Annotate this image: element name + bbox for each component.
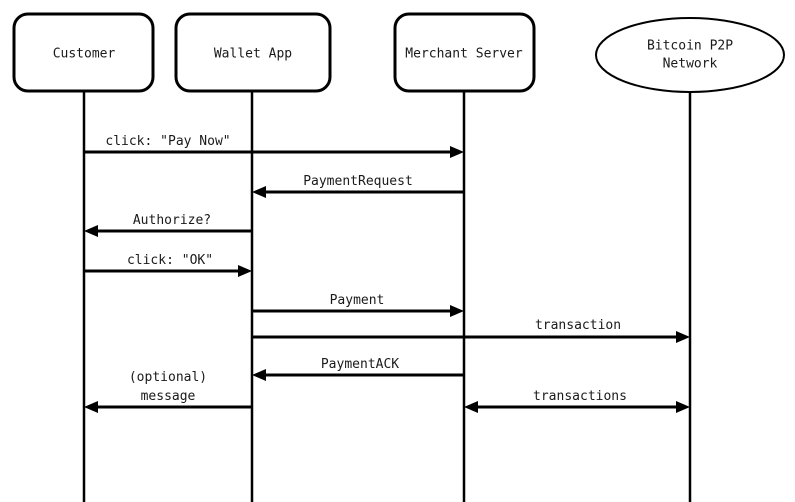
participant-merchant[interactable]: Merchant Server (393, 12, 536, 93)
message-payment-request-label: PaymentRequest (303, 174, 413, 189)
participant-network-label-line1: Bitcoin P2P (647, 39, 733, 54)
message-payment-label: Payment (330, 293, 385, 308)
message-authorize[interactable]: Authorize? (84, 213, 252, 237)
arrowhead-right-icon (450, 146, 464, 158)
arrowhead-right-icon (676, 331, 690, 343)
message-payment[interactable]: Payment (252, 293, 464, 317)
arrowhead-left-icon (84, 225, 98, 237)
message-payment-ack[interactable]: PaymentACK (252, 357, 464, 381)
message-optional-message[interactable]: (optional) message (84, 370, 252, 413)
message-click-ok[interactable]: click: "OK" (84, 253, 252, 277)
arrowhead-right-icon (676, 401, 690, 413)
lifelines-layer (82, 91, 692, 502)
message-transactions[interactable]: transactions (464, 389, 690, 413)
participant-wallet[interactable]: Wallet App (174, 12, 332, 93)
participant-network-label-line2: Network (663, 57, 718, 72)
message-optional-message-label-line2: message (141, 389, 196, 404)
message-payment-request[interactable]: PaymentRequest (252, 174, 464, 198)
arrowhead-left-icon (252, 369, 266, 381)
arrowhead-left-icon (84, 401, 98, 413)
participant-network[interactable]: Bitcoin P2P Network (595, 17, 785, 93)
participant-network-ellipse[interactable] (595, 17, 785, 93)
participant-customer-label: Customer (53, 47, 116, 62)
participant-merchant-box[interactable] (393, 12, 536, 93)
participant-customer[interactable]: Customer (12, 12, 155, 93)
arrowhead-left-icon (464, 401, 478, 413)
arrowhead-right-icon (450, 305, 464, 317)
message-transactions-label: transactions (533, 389, 627, 404)
arrowhead-left-icon (252, 186, 266, 198)
participant-wallet-label: Wallet App (214, 47, 292, 62)
message-click-pay-now[interactable]: click: "Pay Now" (84, 134, 464, 158)
message-authorize-label: Authorize? (133, 213, 211, 228)
message-click-ok-label: click: "OK" (127, 253, 213, 268)
message-transaction[interactable]: transaction (252, 318, 690, 343)
message-optional-message-label-line1: (optional) (129, 370, 207, 385)
message-payment-ack-label: PaymentACK (321, 357, 399, 372)
message-transaction-label: transaction (535, 318, 621, 333)
arrowhead-right-icon (238, 265, 252, 277)
participant-merchant-label: Merchant Server (405, 47, 523, 62)
participant-customer-box[interactable] (12, 12, 155, 93)
participant-wallet-box[interactable] (174, 12, 332, 93)
message-click-pay-now-label: click: "Pay Now" (105, 134, 230, 149)
